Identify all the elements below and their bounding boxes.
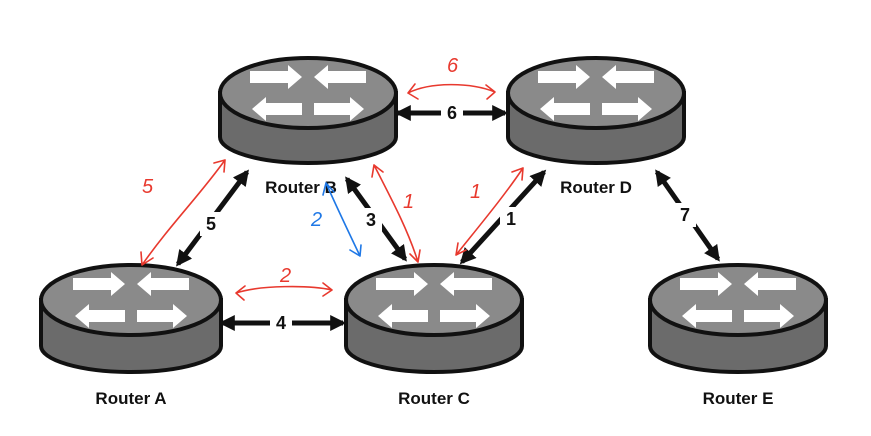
router-e-icon: [648, 263, 828, 374]
link-labels: 5 4 3 6 1 7: [200, 101, 696, 335]
router-a-icon: [39, 263, 223, 374]
router-b-label: Router B: [265, 178, 337, 197]
router-a: Router A: [39, 263, 223, 408]
annotation-arrow-c-d: [455, 167, 524, 256]
annotation-label-b-d: 6: [447, 55, 459, 77]
router-c-icon: [344, 263, 524, 374]
router-b-icon: [218, 56, 398, 165]
router-d-label: Router D: [560, 178, 632, 197]
router-d: Router D: [506, 56, 686, 197]
router-e: Router E: [648, 263, 828, 408]
annotation-label-c-d: 1: [470, 181, 481, 203]
annotation-label-a-c: 2: [279, 265, 291, 287]
link-cost-c-d: 1: [506, 209, 516, 229]
router-c: Router C: [344, 263, 524, 408]
annotation-arrow-a-c: [235, 282, 333, 301]
link-cost-a-b: 5: [206, 214, 216, 234]
annotation-arrow-a-b: [140, 159, 226, 266]
router-b: Router B: [218, 56, 398, 197]
router-d-icon: [506, 56, 686, 165]
annotation-label-b-c-red: 1: [403, 191, 414, 213]
link-cost-b-c: 3: [366, 210, 376, 230]
link-cost-b-d: 6: [447, 103, 457, 123]
annotations: 5 2 2 1 6 1: [140, 55, 524, 301]
router-c-label: Router C: [398, 389, 470, 408]
annotation-label-b-c-blue: 2: [310, 209, 322, 231]
annotation-arrow-b-c-blue: [322, 182, 362, 257]
annotation-arrow-b-c-red: [371, 164, 421, 263]
annotation-arrow-b-d: [407, 83, 496, 100]
link-cost-a-c: 4: [276, 313, 286, 333]
link-cost-d-e: 7: [680, 205, 690, 225]
annotation-label-a-b: 5: [142, 176, 154, 198]
router-a-label: Router A: [95, 389, 166, 408]
router-e-label: Router E: [703, 389, 774, 408]
